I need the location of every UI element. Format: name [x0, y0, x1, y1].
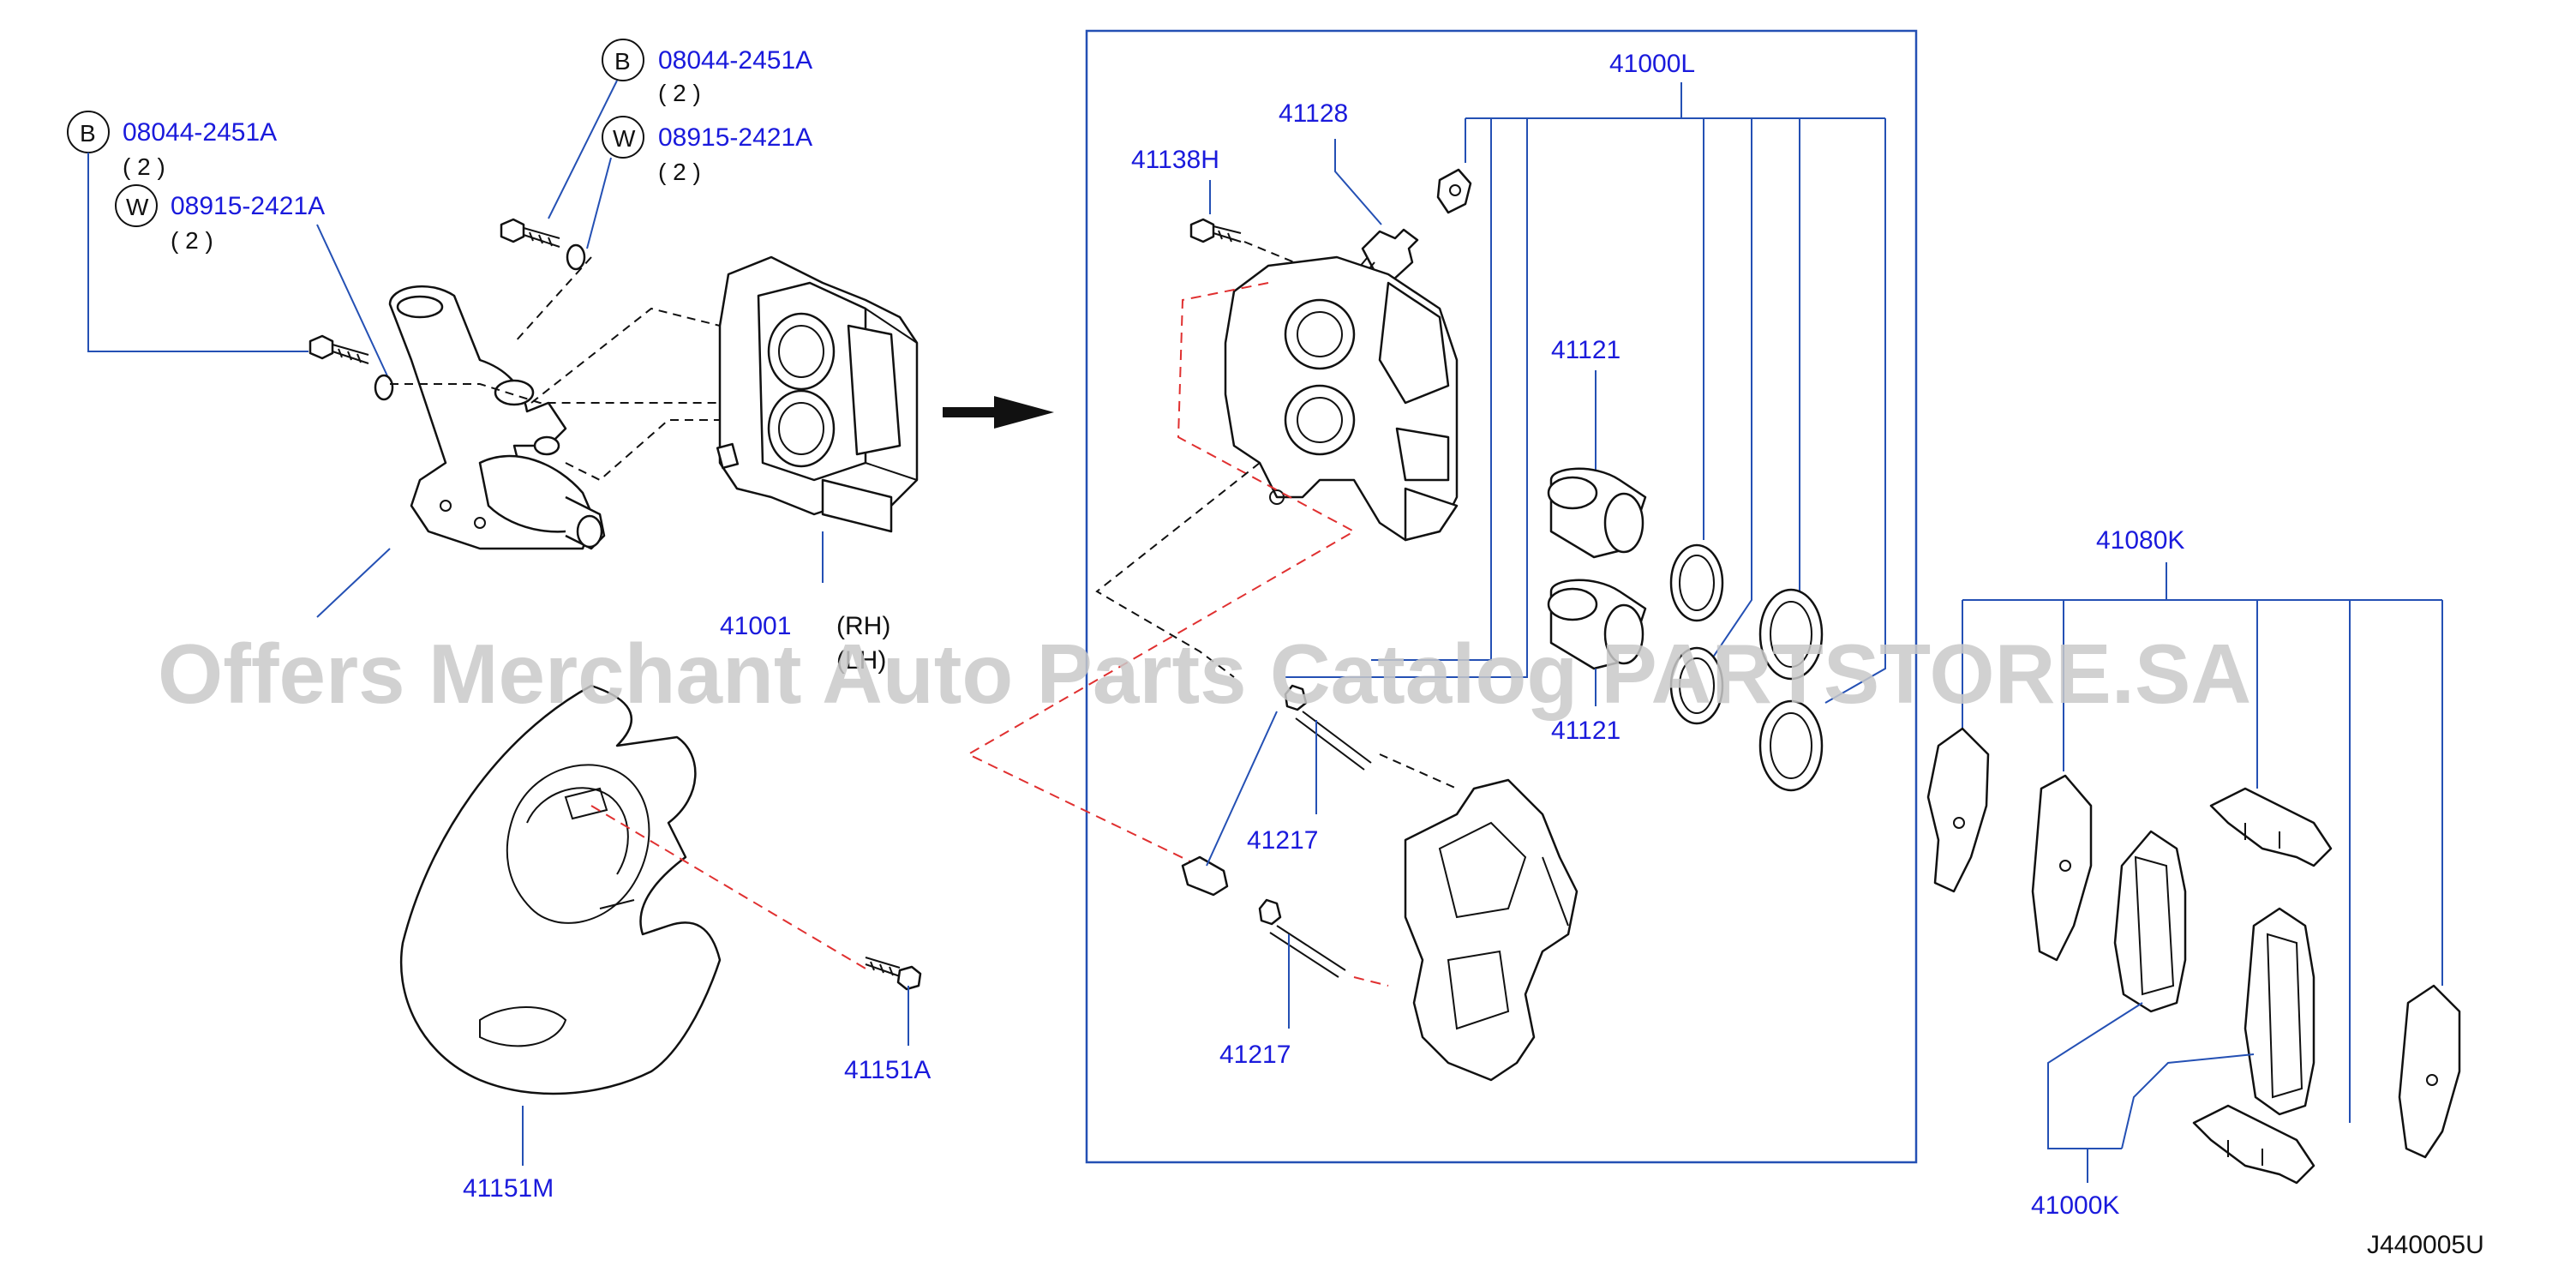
bleeder-screw-icon	[1357, 168, 1472, 283]
bolt-symbol-top-text: B	[614, 48, 631, 75]
steering-knuckle-icon	[388, 285, 606, 550]
bolt-top-label[interactable]: 08044-2451A	[658, 46, 812, 75]
arrow-right-icon	[943, 396, 1054, 429]
boot-leader	[1206, 711, 1278, 867]
pad-set-label[interactable]: 41000K	[2031, 1191, 2119, 1220]
repair-kit-leader-c	[1285, 118, 1528, 678]
washer-symbol-left	[115, 184, 158, 227]
baffle-plate-group	[399, 684, 722, 1095]
watermark-text: Offers Merchant Auto Parts Catalog PARTS…	[158, 627, 2251, 721]
pad-set-leader-b	[2121, 1053, 2255, 1149]
pad-set-leader-a	[2047, 1002, 2143, 1149]
guide-dash-3	[530, 307, 721, 404]
pad-clip-lower-icon	[2192, 1104, 2315, 1185]
guide-dash-4	[565, 419, 720, 482]
shield-bolt-icon	[865, 957, 922, 991]
caliper-body-icon	[1224, 255, 1459, 542]
slide-pin-upper-icon	[1284, 684, 1372, 771]
washer-symbol-top-text: W	[613, 125, 636, 152]
pad-clip-upper-icon	[2209, 787, 2333, 867]
slide-pin-upper-label[interactable]: 41217	[1247, 826, 1318, 855]
brake-pad-2-icon	[2244, 907, 2315, 1116]
caliper-detail-frame	[1085, 29, 1918, 1164]
boot-icon	[1181, 855, 1229, 897]
knuckle-leader	[316, 548, 391, 618]
washer-top-leader	[586, 157, 612, 249]
piston-boot-lower-icon	[1758, 699, 1824, 792]
washer-left-label[interactable]: 08915-2421A	[171, 192, 325, 220]
washer-left-qty: ( 2 )	[171, 227, 213, 254]
baffle-plate-label[interactable]: 41151M	[463, 1174, 554, 1203]
diagram-code: J440005U	[2367, 1231, 2484, 1259]
piston-lower-icon	[1547, 579, 1647, 670]
caliper-lh-side: (LH)	[836, 646, 886, 675]
caliper-red-dash	[966, 282, 1357, 875]
brake-pad-1-icon	[2113, 830, 2187, 1013]
torque-member-dash	[1379, 753, 1458, 789]
washer-top-qty: ( 2 )	[658, 159, 701, 185]
piston-boot-upper-icon	[1758, 588, 1824, 681]
bolt-left-qty: ( 2 )	[123, 153, 165, 180]
bolt-left-leader	[87, 153, 309, 352]
pin-lower-red-dash	[1353, 976, 1389, 987]
bolt-symbol-left-text: B	[80, 120, 96, 147]
slide-pin-lower-icon	[1258, 898, 1346, 978]
washer-symbol-top	[602, 116, 644, 159]
repair-kit-leader-b	[1371, 118, 1492, 661]
guide-dash-1	[390, 383, 720, 404]
bolt-symbol-top	[602, 39, 644, 81]
caliper-black-dash	[1095, 462, 1261, 678]
repair-kit-label[interactable]: 41000L	[1609, 50, 1695, 78]
washer-top-label[interactable]: 08915-2421A	[658, 123, 812, 152]
bleeder-label[interactable]: 41128	[1279, 99, 1348, 128]
bolt-41138h-icon	[1189, 218, 1242, 243]
bolt-left-icon	[309, 334, 394, 401]
shim-3-icon	[2398, 984, 2461, 1159]
repair-kit-leader-g	[1824, 118, 1886, 704]
piston-seal-upper-icon	[1669, 543, 1724, 622]
torque-member-icon	[1404, 778, 1579, 1082]
shield-bolt-label[interactable]: 41151A	[844, 1056, 931, 1084]
bolt-top-qty: ( 2 )	[658, 80, 701, 106]
shim-1-icon	[1926, 727, 1990, 893]
knuckle-group: B 08044-2451A ( 2 ) W 08915-2421A ( 2 ) …	[67, 39, 1054, 675]
shield-bolt-red-dash	[590, 805, 866, 969]
caliper-rh-number[interactable]: 41001	[720, 612, 791, 640]
bolt-top-icon	[500, 218, 586, 271]
piston-upper-icon	[1547, 467, 1647, 559]
piston-seal-lower-icon	[1669, 646, 1724, 725]
pad-kit-label[interactable]: 41080K	[2096, 526, 2184, 555]
piston-upper-label[interactable]: 41121	[1551, 336, 1620, 364]
slide-pin-lower-label[interactable]: 41217	[1219, 1041, 1291, 1069]
caliper-rh-side: (RH)	[836, 612, 890, 640]
guide-dash-2	[513, 256, 592, 344]
washer-symbol-left-text: W	[126, 194, 149, 220]
bolt-41138h-label[interactable]: 41138H	[1131, 146, 1219, 174]
bolt-top-leader	[548, 80, 618, 219]
repair-kit-leader-e	[1704, 118, 1752, 669]
washer-left-leader	[316, 224, 391, 382]
piston-lower-label[interactable]: 41121	[1551, 717, 1620, 745]
caliper-assembly-icon	[716, 255, 919, 533]
bolt-left-label[interactable]: 08044-2451A	[123, 118, 277, 147]
shim-2-icon	[2031, 774, 2093, 962]
bleeder-leader	[1334, 139, 1382, 225]
bolt-41138h-dash	[1243, 241, 1303, 267]
